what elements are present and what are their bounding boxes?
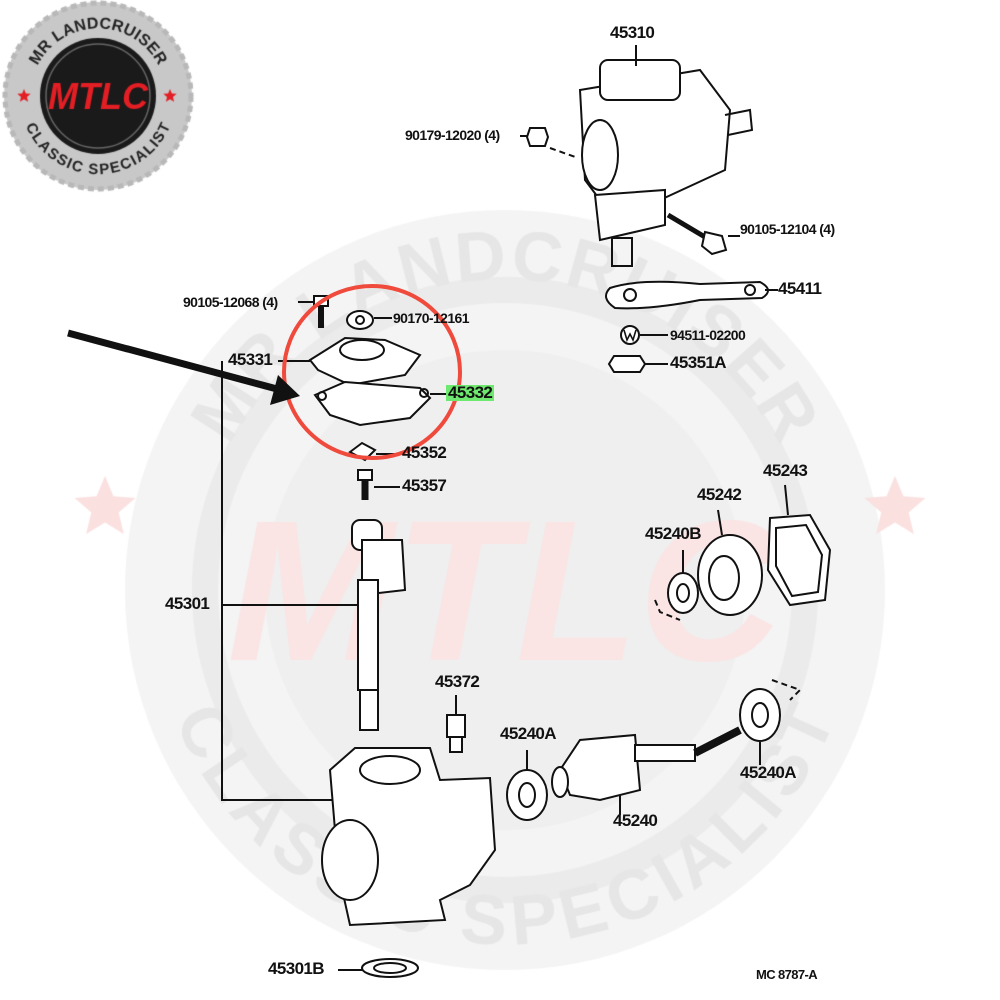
steering-gear-assembly <box>578 45 754 267</box>
part-label-45240: 45240 <box>613 811 658 830</box>
bearing-45240B <box>667 572 699 614</box>
part-label-90179-12020: 90179-12020 (4) <box>405 127 500 143</box>
adjusting-plug-45242 <box>697 534 763 616</box>
bearing-45240A-right <box>739 688 781 742</box>
nut-90170-12161 <box>346 310 374 330</box>
part-label-45332-highlighted: 45332 <box>446 383 495 402</box>
part-label-45240A-left: 45240A <box>500 724 557 743</box>
arrow-head-icon <box>270 375 300 405</box>
part-label-45310: 45310 <box>610 23 655 42</box>
part-label-45372: 45372 <box>435 672 480 691</box>
lock-washer <box>620 325 640 345</box>
plug-45372 <box>446 714 466 753</box>
gear-housing <box>321 747 497 927</box>
part-label-45240B: 45240B <box>645 524 702 543</box>
part-label-45352: 45352 <box>402 443 447 462</box>
part-label-45351A: 45351A <box>670 353 727 372</box>
part-label-94511-02200: 94511-02200 <box>670 327 746 343</box>
part-label-45243: 45243 <box>763 461 808 480</box>
part-label-90170-12161: 90170-12161 <box>393 310 470 326</box>
part-label-45331: 45331 <box>228 350 273 369</box>
screw-45357 <box>357 469 373 500</box>
logo <box>0 0 200 200</box>
part-label-90105-12068: 90105-12068 (4) <box>183 294 278 310</box>
diagram-code: MC 8787-A <box>756 967 818 982</box>
gasket-45332 <box>313 380 432 427</box>
part-label-45301: 45301 <box>165 594 210 613</box>
part-label-45240A-right: 45240A <box>740 763 797 782</box>
cover-45331 <box>308 336 422 387</box>
part-label-45301B: 45301B <box>268 959 325 978</box>
worm-shaft-45240 <box>551 726 742 802</box>
nut-45351A <box>607 355 647 373</box>
lock-nut-45243 <box>766 513 832 607</box>
part-label-45242: 45242 <box>697 485 742 504</box>
part-label-90105-12104: 90105-12104 (4) <box>740 221 835 237</box>
bolt-90105-12104 <box>666 212 728 256</box>
highlight-circle <box>282 284 462 460</box>
pointer-arrow <box>67 329 293 397</box>
part-label-45357: 45357 <box>402 476 447 495</box>
sector-shaft-45301 <box>351 519 407 731</box>
part-label-45411: 45411 <box>778 279 822 298</box>
pitman-arm <box>605 280 769 310</box>
oil-seal-45301B <box>361 958 419 978</box>
